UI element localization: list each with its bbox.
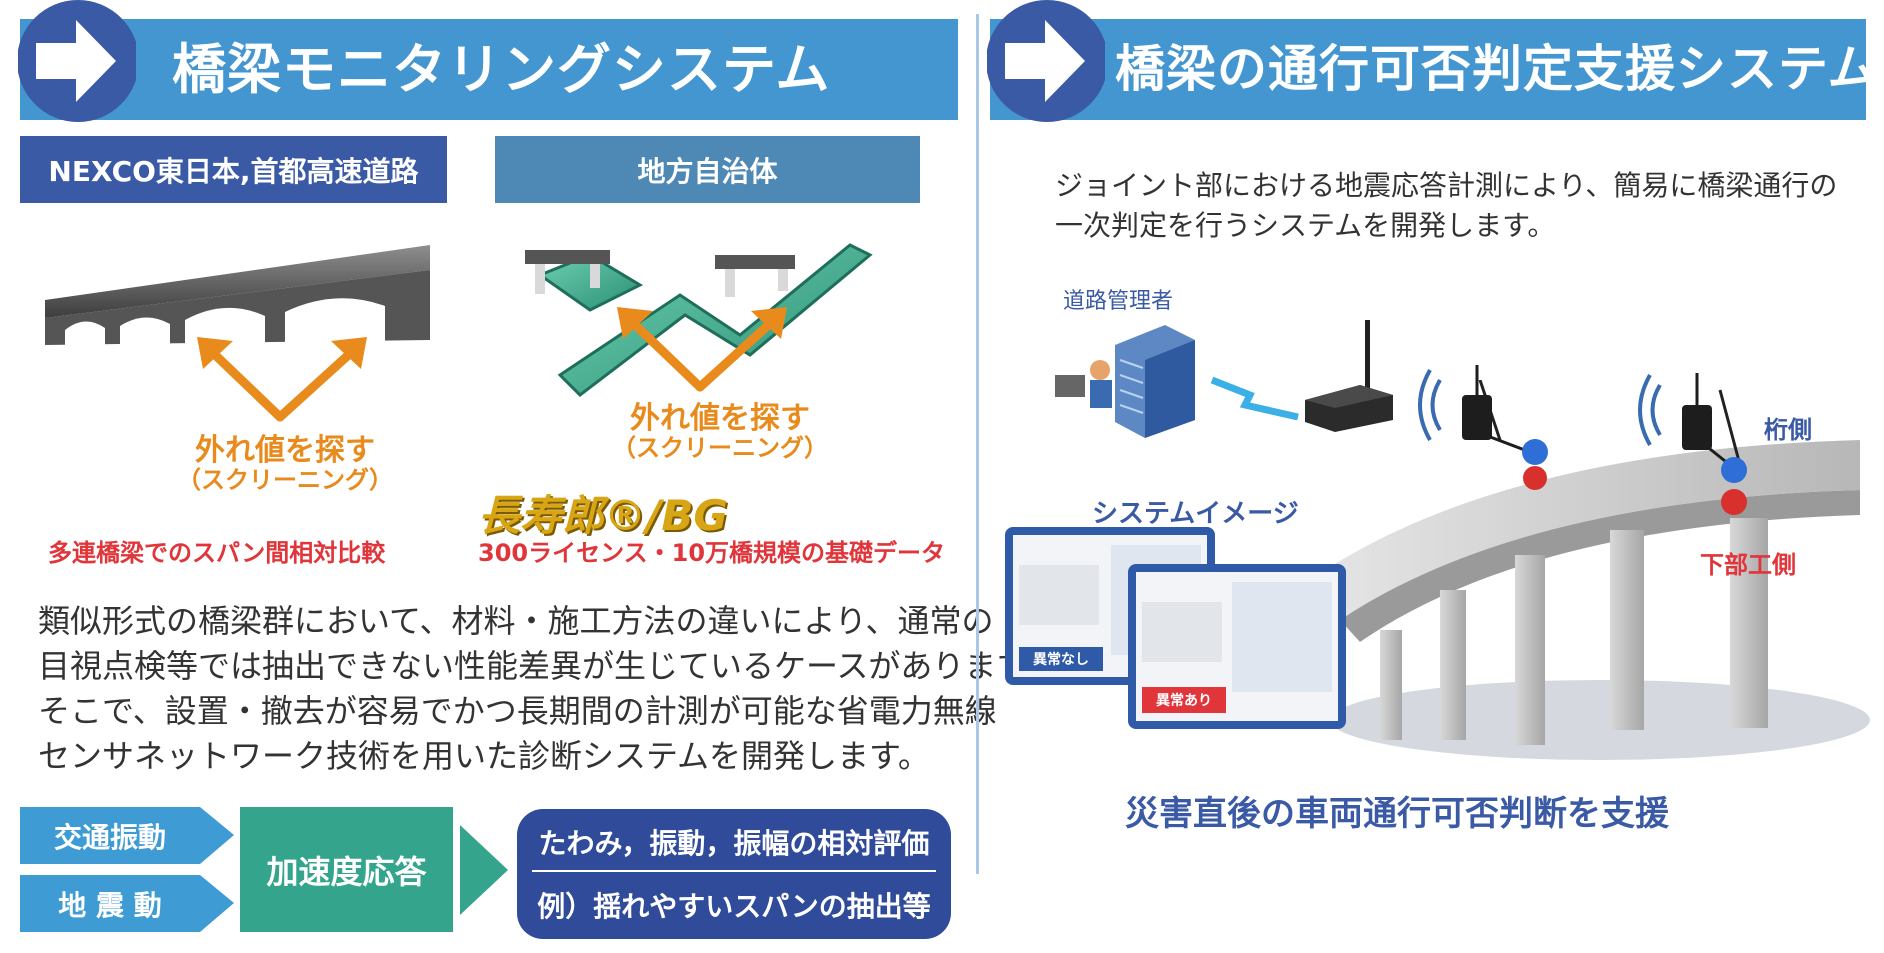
wireless-signal-icon xyxy=(1210,376,1299,420)
flow-input-arrowhead xyxy=(200,807,234,864)
choujurou-logo: 長寿郎®/BG xyxy=(478,491,728,540)
description-line: センサネットワーク技術を用いた診断システムを開発します。 xyxy=(38,737,930,775)
left-description: 類似形式の橋梁群において、材料・施工方法の違いにより、通常の 目視点検等では抽出… xyxy=(38,599,1057,779)
description-line: そこで、設置・撤去が容易でかつ長期間の計測が可能な省電力無線 xyxy=(38,692,997,730)
right-page-title: 橋梁の通行可否判定支援システム xyxy=(1115,40,1879,98)
outlier-sublabel-right: （スクリーニング） xyxy=(612,434,828,462)
sensor-device-girder-1 xyxy=(1418,365,1548,490)
intro-line: ジョイント部における地震応答計測により、簡易に橋梁通行の xyxy=(1055,169,1838,202)
orange-arrows-left xyxy=(197,337,367,422)
system-image-label: システムイメージ xyxy=(1092,499,1299,529)
sensor-device-girder-2 xyxy=(1638,373,1747,515)
panel-divider xyxy=(976,14,979,874)
left-title-banner xyxy=(20,19,958,120)
outlier-label-left: 外れ値を探す xyxy=(195,433,375,468)
right-intro: ジョイント部における地震応答計測により、簡易に橋梁通行の 一次判定を行うシステム… xyxy=(1055,166,1837,246)
tag-local-government: 地方自治体 xyxy=(495,136,920,203)
flow-input-traffic: 交通振動 xyxy=(20,807,200,864)
arrow-right-icon xyxy=(18,0,136,122)
caption-license: 300ライセンス・10万橋規模の基礎データ xyxy=(478,539,946,567)
right-footer-caption: 災害直後の車両通行可否判断を支援 xyxy=(1125,794,1669,834)
description-line: 目視点検等では抽出できない性能差異が生じているケースがあります。 xyxy=(38,647,1058,685)
status-ok-badge: 異常なし xyxy=(1019,647,1103,671)
bridge-network-image xyxy=(525,243,873,397)
right-title-banner xyxy=(990,19,1866,120)
description-line: 類似形式の橋梁群において、材料・施工方法の違いにより、通常の xyxy=(38,602,994,640)
orange-arrows-right xyxy=(617,307,787,392)
road-manager-label: 道路管理者 xyxy=(1063,289,1174,314)
flow-arrow-icon xyxy=(460,825,508,915)
left-page-title: 橋梁モニタリングシステム xyxy=(172,38,831,101)
arrow-right-icon xyxy=(987,0,1105,122)
tag-nexco: NEXCO東日本,首都高速道路 xyxy=(20,136,447,203)
outlier-label-right: 外れ値を探す xyxy=(630,401,810,436)
elevated-bridge-image xyxy=(1310,380,1870,760)
flow-result-divider xyxy=(532,870,936,872)
flow-result-box xyxy=(517,809,951,939)
gateway-device-icon xyxy=(1305,320,1393,432)
intro-line: 一次判定を行うシステムを開発します。 xyxy=(1055,209,1556,242)
viaduct-image xyxy=(45,245,430,345)
girder-side-label: 桁側 xyxy=(1764,416,1812,444)
screen-abnormal: 異常あり xyxy=(1128,564,1346,729)
flow-input-arrowhead xyxy=(200,875,234,932)
outlier-sublabel-left: （スクリーニング） xyxy=(177,466,393,494)
flow-input-earthquake: 地 震 動 xyxy=(20,875,200,932)
status-ng-badge: 異常あり xyxy=(1142,687,1226,713)
flow-result-example: 例）揺れやすいスパンの抽出等 xyxy=(537,890,931,923)
flow-result-relative-eval: たわみ，振動，振幅の相対評価 xyxy=(538,827,930,860)
caption-multi-span: 多連橋梁でのスパン間相対比較 xyxy=(48,539,386,567)
flow-acceleration-response: 加速度応答 xyxy=(240,807,453,932)
substructure-side-label: 下部工側 xyxy=(1700,551,1796,579)
office-building-icon xyxy=(1055,325,1195,438)
